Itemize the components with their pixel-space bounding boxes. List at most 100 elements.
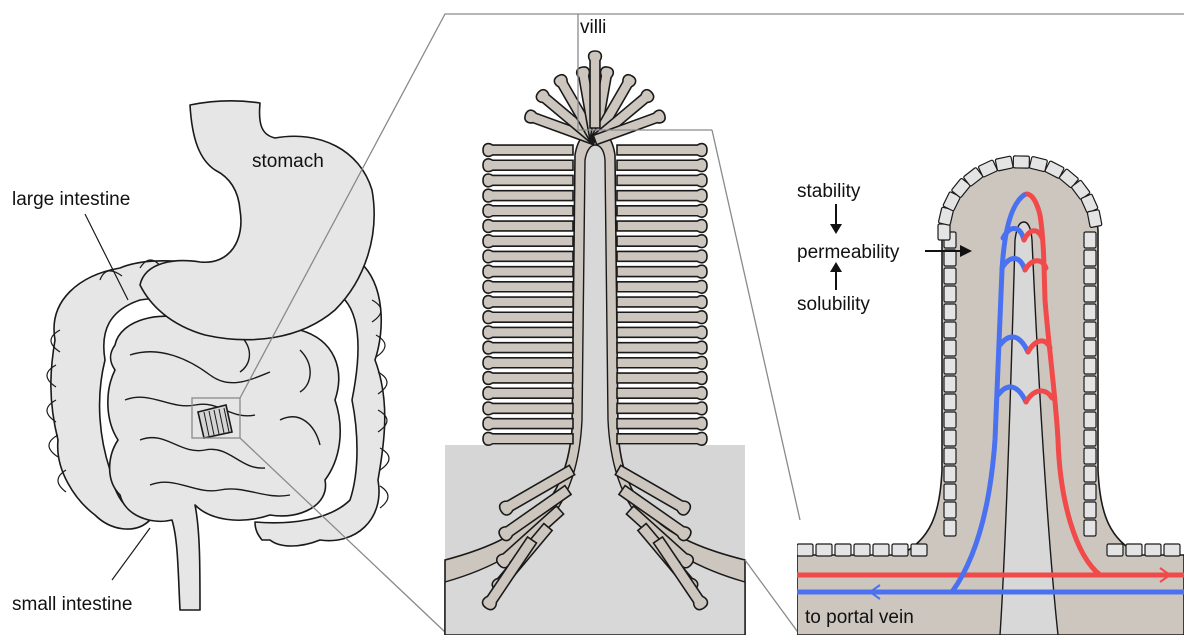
villus-finger <box>483 417 573 430</box>
villus-finger <box>483 372 573 385</box>
villus-finger <box>483 189 573 202</box>
epithelial-cell <box>938 224 950 240</box>
epithelial-cell <box>944 484 956 500</box>
highlighted-intestine-segment <box>198 405 232 438</box>
epithelial-cell <box>1107 544 1123 556</box>
villus-finger <box>483 326 573 339</box>
epithelial-cell <box>1084 448 1096 464</box>
epithelial-cell <box>944 250 956 266</box>
villus-finger <box>617 372 707 385</box>
villus-finger <box>483 341 573 354</box>
epithelial-cell <box>1084 430 1096 446</box>
portal-vein-label: to portal vein <box>805 607 914 628</box>
villus-body <box>797 165 1184 635</box>
epithelial-cell <box>1084 466 1096 482</box>
villus-finger <box>483 402 573 415</box>
epithelial-cell <box>1013 156 1029 168</box>
villus-detail-panel: stability permeability solubility to por… <box>797 156 1184 635</box>
villus-finger <box>617 311 707 324</box>
epithelial-cell <box>944 304 956 320</box>
permeability-label: permeability <box>797 242 900 263</box>
epithelial-cell <box>911 544 927 556</box>
epithelial-cell <box>944 286 956 302</box>
epithelial-cell <box>944 520 956 536</box>
villus-finger <box>617 265 707 278</box>
epithelial-cell <box>944 340 956 356</box>
villus-finger <box>483 204 573 217</box>
stability-arrowhead <box>830 224 842 234</box>
villus-finger <box>483 250 573 263</box>
villus-finger <box>617 280 707 293</box>
villus-finger <box>617 296 707 309</box>
small-intestine-leader <box>112 528 150 580</box>
villus-finger <box>617 159 707 172</box>
villus-finger <box>483 311 573 324</box>
villus-finger <box>483 356 573 369</box>
villus-finger <box>617 250 707 263</box>
villus-finger <box>617 235 707 248</box>
epithelial-cell <box>1084 304 1096 320</box>
villus-finger <box>617 144 707 157</box>
villus-finger <box>617 417 707 430</box>
large-intestine-label: large intestine <box>12 189 130 210</box>
epithelial-cell <box>892 544 908 556</box>
stomach-label: stomach <box>252 151 324 172</box>
epithelial-cell <box>944 268 956 284</box>
solubility-arrowhead <box>830 262 842 272</box>
epithelial-cell <box>944 358 956 374</box>
epithelial-cell <box>1145 544 1161 556</box>
villus-finger <box>589 51 602 128</box>
villus-finger <box>617 220 707 233</box>
solubility-label: solubility <box>797 294 870 315</box>
small-intestine <box>108 316 340 610</box>
villus-finger <box>617 174 707 187</box>
epithelial-cell <box>1084 358 1096 374</box>
small-intestine-label: small intestine <box>12 594 132 615</box>
epithelial-cell <box>944 448 956 464</box>
villus-finger <box>483 174 573 187</box>
epithelial-cell <box>1084 340 1096 356</box>
epithelial-cell <box>944 394 956 410</box>
villus-finger <box>483 280 573 293</box>
epithelial-cell <box>797 544 813 556</box>
epithelial-cell <box>816 544 832 556</box>
villus-finger <box>483 220 573 233</box>
epithelial-cell <box>873 544 889 556</box>
villus-finger <box>483 296 573 309</box>
epithelial-cell <box>944 376 956 392</box>
epithelial-cell <box>1084 520 1096 536</box>
epithelial-cell <box>1084 286 1096 302</box>
epithelial-cell <box>1084 232 1096 248</box>
villus-finger <box>483 432 573 445</box>
villus-finger <box>483 144 573 157</box>
villus-finger <box>617 402 707 415</box>
villus-finger <box>483 387 573 400</box>
villus-finger <box>617 432 707 445</box>
epithelial-cell <box>835 544 851 556</box>
epithelial-cell <box>1084 394 1096 410</box>
epithelial-cell <box>944 322 956 338</box>
villi-top-fan <box>523 51 666 146</box>
epithelial-cell <box>854 544 870 556</box>
epithelial-cell <box>944 430 956 446</box>
epithelial-cell <box>944 502 956 518</box>
epithelial-cell <box>1084 412 1096 428</box>
zoom-line-panel3-lower <box>745 560 800 635</box>
villus-finger <box>483 235 573 248</box>
epithelial-cell <box>1084 322 1096 338</box>
epithelial-cell <box>944 466 956 482</box>
villus-finger <box>483 159 573 172</box>
stability-label: stability <box>797 181 861 202</box>
villus-finger <box>617 326 707 339</box>
villus-finger <box>617 356 707 369</box>
epithelial-cell <box>1084 376 1096 392</box>
epithelial-cell <box>1087 210 1102 228</box>
digestive-system-panel: stomach large intestine small intestine <box>12 101 389 615</box>
epithelial-cell <box>1126 544 1142 556</box>
intestinal-wall-panel: villi <box>445 14 745 635</box>
epithelial-cell <box>1084 268 1096 284</box>
epithelial-cell <box>1084 250 1096 266</box>
epithelial-cell <box>995 156 1013 171</box>
stomach <box>140 101 374 340</box>
